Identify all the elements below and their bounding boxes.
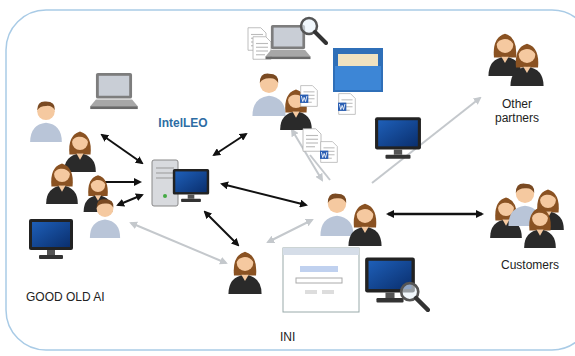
group-label: Customers [490,258,570,272]
boundary [6,10,575,350]
label-text: IntelLEO [148,116,218,130]
caption-label: GOOD OLD AI [26,290,105,304]
label-text: Customers [490,258,570,272]
server-label: IntelLEO [148,116,218,130]
caption-label: INI [280,330,295,344]
group-label: Other partners [484,97,550,125]
label-text: Other partners [484,97,550,125]
